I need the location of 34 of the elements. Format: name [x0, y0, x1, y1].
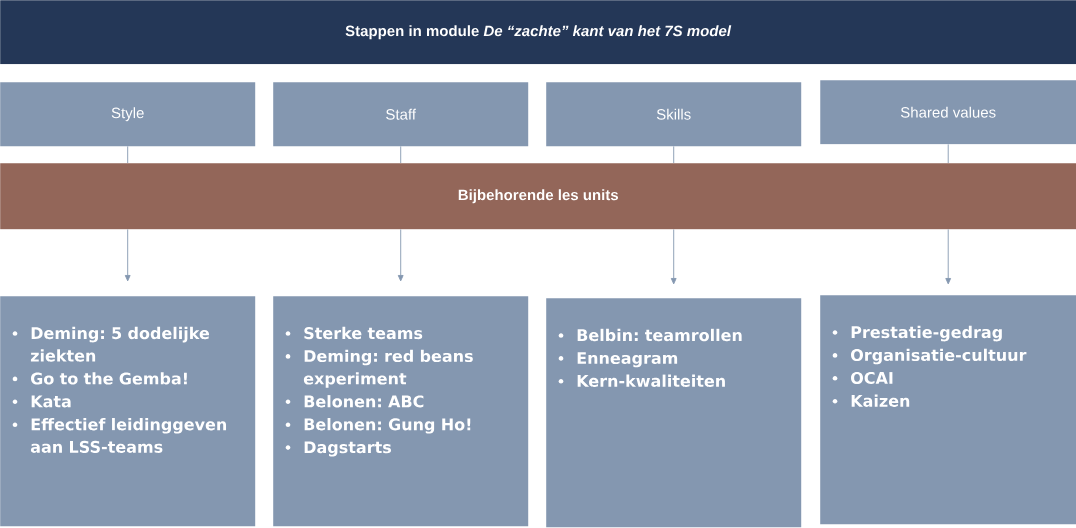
list-item: Kaizen — [851, 394, 910, 407]
category-box: Staff — [273, 82, 529, 147]
list-item: Deming: 5 dodelijke ziekten — [30, 326, 210, 362]
connector-line — [127, 145, 129, 164]
list-item: Go to the Gemba! — [31, 372, 187, 385]
connector-line — [400, 145, 402, 164]
arrow — [945, 228, 952, 285]
category-box: Skills — [546, 82, 802, 147]
list-item: Belbin: teamrollen — [577, 328, 742, 342]
title-bar: Stappen in module De “zachte” kant van het 7S model — [0, 0, 1076, 65]
arrow — [670, 228, 677, 285]
list-item: Deming: red beans experiment — [303, 349, 473, 388]
category-box: Shared values — [820, 80, 1076, 145]
list-item: Belonen: ABC — [304, 395, 424, 408]
list-item: Dagstarts — [304, 441, 391, 457]
list-box — [0, 296, 256, 527]
category-box: Style — [0, 82, 256, 147]
arrow — [124, 228, 131, 282]
list-item: Sterke teams — [304, 326, 423, 340]
arrow — [397, 228, 404, 282]
list-item: Organisatie-cultuur — [851, 348, 1027, 365]
section-band: Bijbehorende les units — [0, 163, 1076, 230]
list-box — [820, 295, 1076, 525]
list-item: Belonen: Gung Ho! — [304, 418, 471, 434]
list-item: Kern-kwaliteiten — [577, 374, 725, 387]
list-item: Effectief leidinggeven aan LSS-teams — [30, 418, 227, 453]
connector-line — [673, 145, 675, 164]
list-box — [546, 298, 802, 528]
list-item: Kata — [31, 395, 71, 408]
list-item: Enneagram — [577, 352, 678, 368]
list-item: OCAI — [851, 371, 893, 384]
list-item: Prestatie-gedrag — [851, 325, 1002, 342]
list-box — [273, 296, 529, 527]
connector-line — [947, 143, 949, 164]
